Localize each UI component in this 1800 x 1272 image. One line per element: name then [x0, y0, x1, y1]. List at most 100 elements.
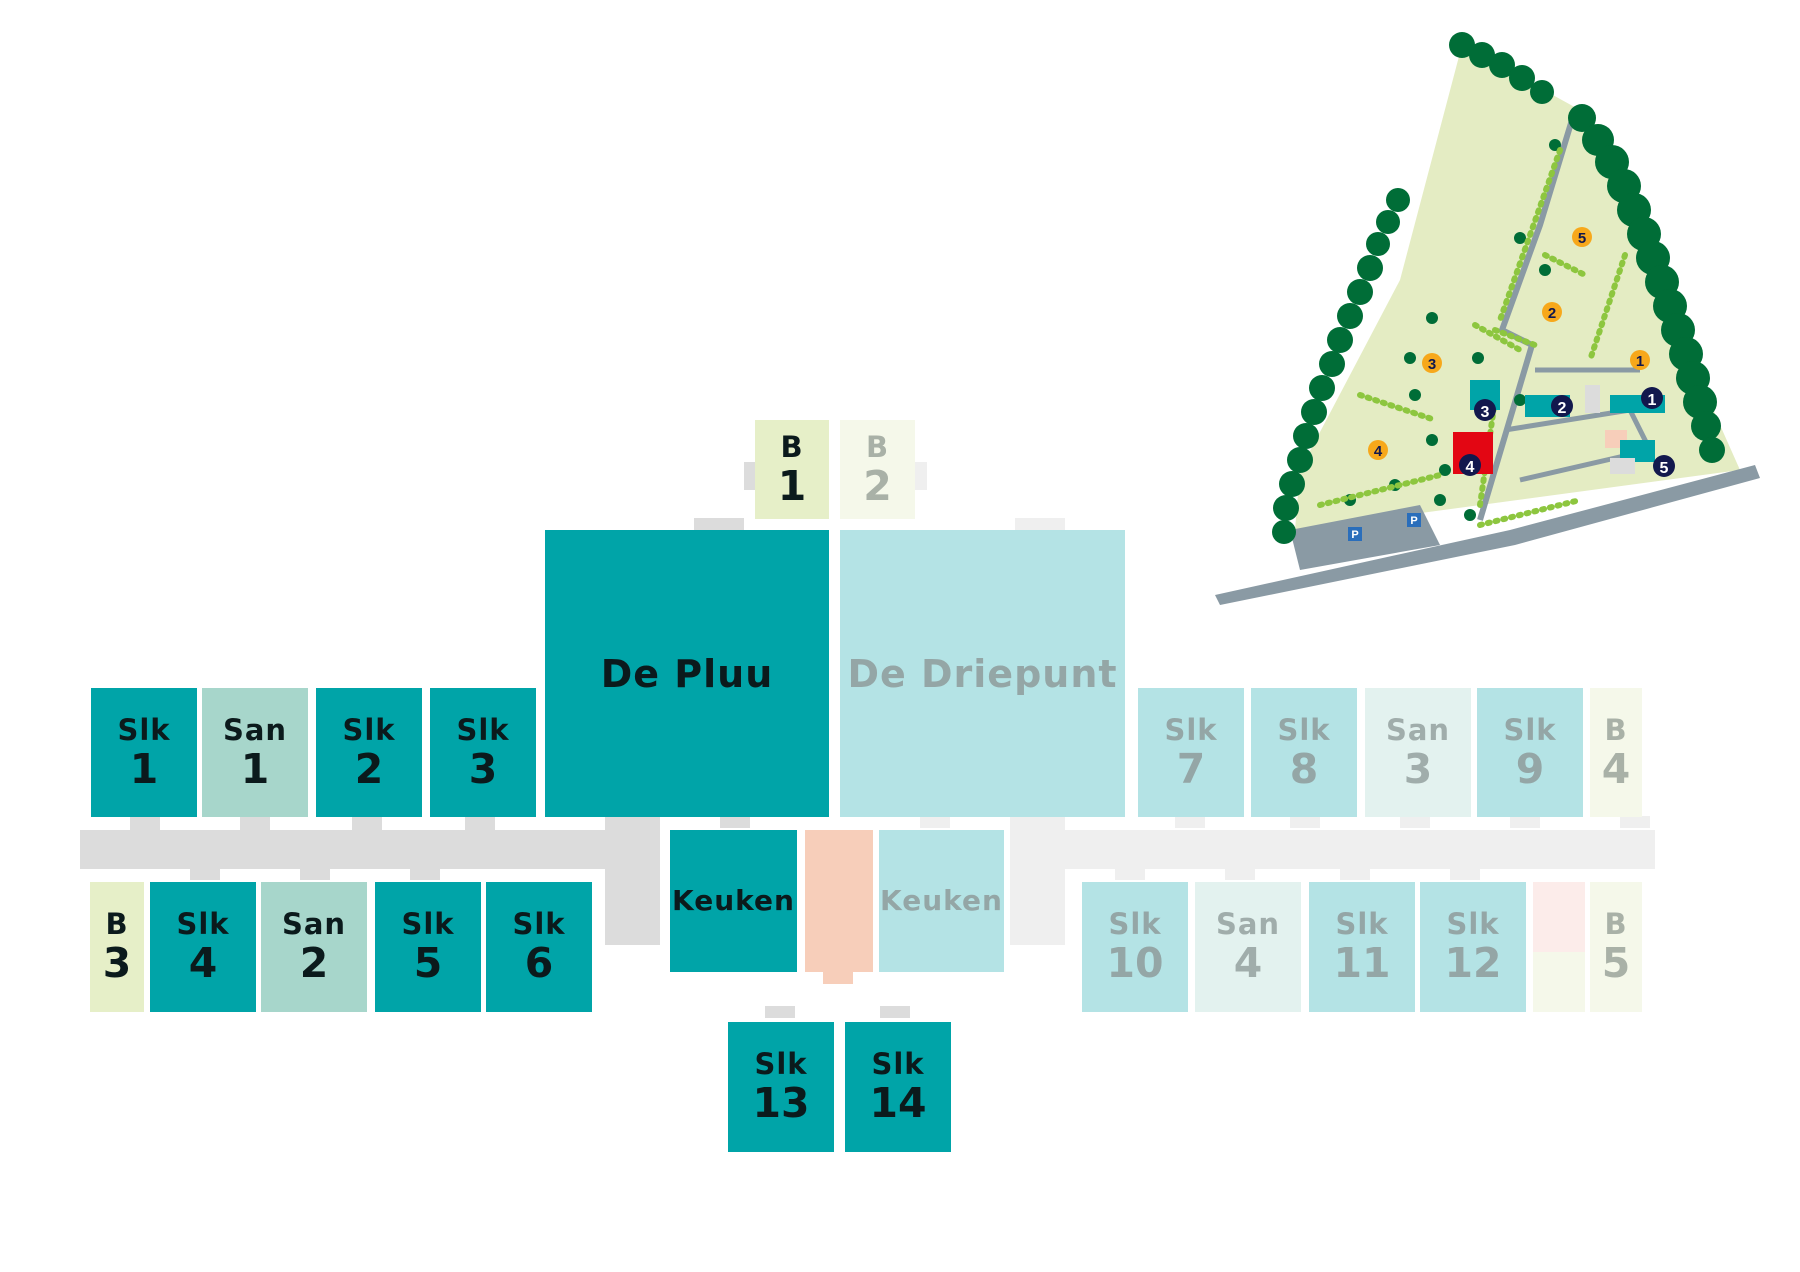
marker-label: 5	[1660, 460, 1669, 477]
room-type: Slk	[456, 712, 510, 747]
connector	[915, 462, 927, 490]
room-b5-extension	[1533, 952, 1585, 1012]
room-san1[interactable]: San 1	[202, 688, 308, 817]
room-number: 3	[1403, 744, 1433, 793]
room-san3[interactable]: San 3	[1365, 688, 1471, 817]
kitchen-aux-room	[805, 830, 873, 972]
room-b2[interactable]: B 2	[840, 420, 915, 519]
room-type: San	[281, 907, 347, 941]
room-type: B	[1604, 712, 1628, 747]
connector	[1620, 816, 1650, 828]
room-slk2[interactable]: Slk 2	[316, 688, 422, 817]
room-type: Slk	[1277, 712, 1331, 747]
site-inner-path	[1504, 407, 1654, 483]
room-number: 10	[1106, 939, 1164, 987]
marker-label: 3	[1428, 356, 1436, 373]
room-san4[interactable]: San 4	[1195, 882, 1301, 1012]
storage-aux-room	[1533, 882, 1585, 952]
room-slk6[interactable]: Slk 6	[486, 882, 592, 1012]
room-slk14[interactable]: Slk 14	[845, 1022, 951, 1152]
room-number: 1	[240, 744, 270, 793]
room-type: B	[105, 907, 129, 941]
corridor-west-stub	[605, 815, 660, 945]
room-number: 12	[1444, 939, 1502, 987]
room-san2[interactable]: San 2	[261, 882, 367, 1012]
room-keuken[interactable]: Keuken	[670, 830, 797, 972]
connector	[720, 816, 750, 828]
marker-label: 1	[1648, 392, 1657, 409]
room-slk9[interactable]: Slk 9	[1477, 688, 1583, 817]
room-number: 2	[863, 461, 892, 510]
room-slk12[interactable]: Slk 12	[1420, 882, 1526, 1012]
connector	[300, 868, 330, 880]
connector	[744, 462, 756, 490]
building-marker-4[interactable]: 4	[1459, 454, 1481, 476]
connector	[465, 816, 495, 832]
room-de-pluu[interactable]: De Pluu	[545, 530, 829, 817]
room-b4[interactable]: B 4	[1590, 688, 1642, 817]
connector	[352, 816, 382, 832]
room-number: 8	[1289, 744, 1319, 793]
field-marker-1[interactable]: 1	[1630, 350, 1650, 370]
room-slk10[interactable]: Slk 10	[1082, 882, 1188, 1012]
site-trees-dark	[1272, 32, 1725, 544]
room-slk8[interactable]: Slk 8	[1251, 688, 1357, 817]
field-marker-2[interactable]: 2	[1542, 302, 1562, 322]
room-b5[interactable]: B 5	[1590, 882, 1642, 1012]
room-slk1[interactable]: Slk 1	[91, 688, 197, 817]
connector	[1015, 518, 1065, 530]
room-slk7[interactable]: Slk 7	[1138, 688, 1244, 817]
marker-label: 2	[1548, 305, 1556, 322]
connector	[1290, 816, 1320, 828]
room-slk3[interactable]: Slk 3	[430, 688, 536, 817]
marker-label: 1	[1636, 353, 1644, 370]
room-type: Slk	[1164, 712, 1218, 747]
field-marker-5[interactable]: 5	[1572, 227, 1592, 247]
room-type: Slk	[871, 1047, 925, 1081]
room-number: 1	[129, 744, 159, 793]
corridor-east	[1010, 830, 1655, 869]
room-type: Slk	[176, 907, 230, 941]
parking-label: P	[1351, 529, 1358, 541]
field-marker-3[interactable]: 3	[1422, 353, 1442, 373]
connector	[920, 816, 950, 828]
room-type: Slk	[117, 712, 171, 747]
connector	[240, 816, 270, 832]
room-number: 2	[299, 939, 329, 987]
building-marker-2[interactable]: 2	[1551, 395, 1573, 417]
room-keuken-2[interactable]: Keuken	[879, 830, 1004, 972]
room-type: B	[780, 429, 804, 464]
connector	[765, 1006, 795, 1018]
room-slk11[interactable]: Slk 11	[1309, 882, 1415, 1012]
room-number: 1	[777, 461, 807, 510]
site-main-road	[1215, 465, 1760, 605]
connector	[1400, 816, 1430, 828]
room-number: 4	[1601, 744, 1631, 793]
connector	[1450, 868, 1480, 880]
building-marker-1[interactable]: 1	[1641, 387, 1663, 409]
room-number: 13	[752, 1079, 810, 1127]
room-number: 11	[1333, 939, 1391, 987]
room-slk4[interactable]: Slk 4	[150, 882, 256, 1012]
connector	[1175, 816, 1205, 828]
room-b3[interactable]: B 3	[90, 882, 144, 1012]
room-de-driepunt[interactable]: De Driepunt	[840, 530, 1125, 817]
room-b1[interactable]: B 1	[755, 420, 829, 519]
connector	[130, 816, 160, 832]
room-slk13[interactable]: Slk 13	[728, 1022, 834, 1152]
field-marker-4[interactable]: 4	[1368, 440, 1388, 460]
building-marker-5[interactable]: 5	[1653, 455, 1675, 477]
site-parking-area	[1290, 505, 1440, 570]
parking-icon[interactable]: P	[1348, 527, 1362, 541]
room-type: San	[1215, 907, 1281, 941]
room-type: Slk	[1503, 712, 1557, 747]
room-name: Keuken	[672, 884, 795, 917]
room-type: Slk	[1446, 907, 1500, 941]
marker-label: 4	[1466, 459, 1475, 476]
corridor-east-stub	[1010, 815, 1065, 945]
parking-icon[interactable]: P	[1407, 513, 1421, 527]
room-slk5[interactable]: Slk 5	[375, 882, 481, 1012]
parking-label: P	[1410, 515, 1417, 527]
room-name: De Pluu	[600, 651, 774, 696]
building-marker-3[interactable]: 3	[1474, 399, 1496, 421]
